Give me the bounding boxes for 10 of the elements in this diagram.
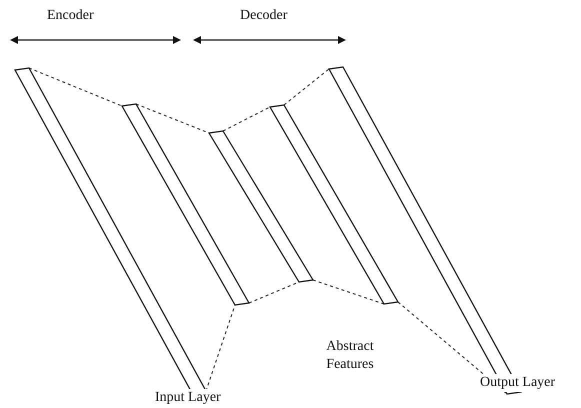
dashed-connector — [206, 304, 236, 392]
section-label: Decoder — [240, 7, 288, 25]
layer-label: Output Layer — [480, 374, 556, 392]
dashed-connector — [222, 106, 270, 132]
feature-label: Abstract Features — [325, 338, 375, 374]
dashed-connector — [312, 280, 384, 304]
dashed-connector — [398, 302, 508, 394]
dashed-connector — [28, 68, 122, 106]
dashed-connector — [284, 68, 330, 106]
section-label: Encoder — [47, 7, 94, 25]
